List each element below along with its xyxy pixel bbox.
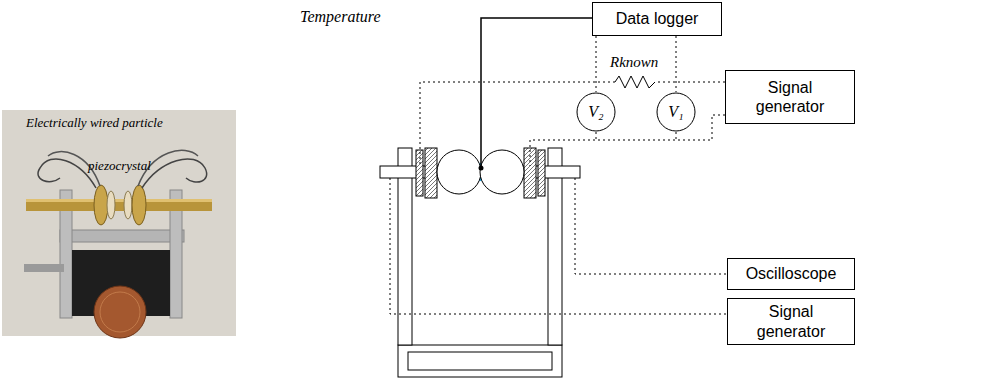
test-frame <box>380 148 580 377</box>
node-text: V₁ <box>668 103 683 121</box>
signal-generator-box: Signal generator <box>725 70 855 124</box>
node-text: V₂ <box>588 103 603 121</box>
thermocouple-wire <box>481 18 592 166</box>
photo-label: piezocrystal <box>88 158 151 174</box>
signal-wire <box>676 36 677 92</box>
resistor-symbol <box>615 76 655 88</box>
device-photo <box>2 110 236 338</box>
signal-generator-box: Signal generator <box>727 298 855 345</box>
node-text: Oscilloscope <box>746 264 837 283</box>
node-text: Data logger <box>616 9 699 28</box>
resistor-label: Rknown <box>610 54 658 71</box>
thermocouple-tip <box>479 166 484 171</box>
voltmeter-outline <box>577 93 615 131</box>
sensor-label: Temperature <box>300 8 381 26</box>
signal-wire <box>596 36 597 92</box>
node-text: Signal generator <box>734 302 848 340</box>
signal-wires <box>390 82 727 314</box>
voltmeter-circle: V₁ <box>656 92 696 132</box>
voltmeter-outline <box>657 93 695 131</box>
oscilloscope-box: Oscilloscope <box>727 258 855 290</box>
data-logger-box: Data logger <box>592 2 722 36</box>
photo-label: Electrically wired particle <box>26 115 163 131</box>
node-text: Signal generator <box>735 78 845 116</box>
voltmeter-circle: V₂ <box>576 92 616 132</box>
